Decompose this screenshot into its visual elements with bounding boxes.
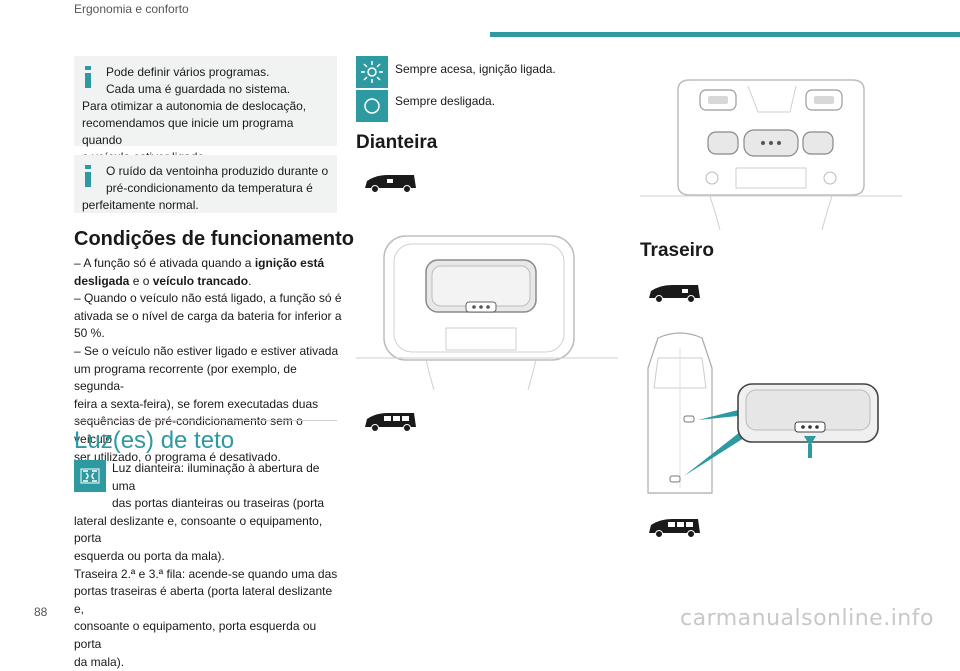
always-on-caption: Sempre acesa, ignição ligada. xyxy=(395,62,556,76)
body-line: das portas dianteiras ou traseiras (port… xyxy=(112,496,325,511)
conditions-item-1: – A função só é ativada quando a ignição… xyxy=(74,255,344,273)
body-line: Traseira 2.ª e 3.ª fila: acende-se quand… xyxy=(74,566,338,581)
conditions-item-3-line: um programa recorrente (por exemplo, de … xyxy=(74,361,297,394)
body-line: portas traseiras é aberta (porta lateral… xyxy=(74,584,333,616)
bold-text: desligada xyxy=(74,273,130,288)
info-note-fan-noise: O ruído da ventoinha produzido durante o… xyxy=(74,155,337,213)
body-line: Luz dianteira: iluminação à abertura de … xyxy=(112,461,320,493)
overhead-console-illustration xyxy=(640,79,902,230)
van-icon xyxy=(649,285,700,303)
conditions-item-2-line: – Quando o veículo não está ligado, a fu… xyxy=(74,291,342,306)
bold-text: ignição está xyxy=(254,256,325,270)
note-line: Pode definir vários programas. xyxy=(106,65,270,79)
front-ceiling-light-illustration xyxy=(356,235,618,390)
conditions-item-3-line: – Se o veículo não estiver ligado e esti… xyxy=(74,343,339,358)
note-line: Para otimizar a autonomia de deslocação, xyxy=(82,99,307,113)
rear-heading: Traseiro xyxy=(640,240,714,261)
conditions-item-2-line: ativada se o nível de carga da bateria f… xyxy=(74,308,342,323)
text: e o xyxy=(129,273,153,288)
body-line: lateral deslizante e, consoante o equipa… xyxy=(74,513,323,546)
note-line: perfeitamente normal. xyxy=(82,198,199,212)
conditions-item-3-line: ser utilizado, o programa é desativado. xyxy=(74,449,281,464)
text: – A função só é ativada quando a xyxy=(74,256,255,270)
info-icon xyxy=(85,165,91,187)
rear-ceiling-light-illustration xyxy=(647,332,879,494)
ceiling-lights-heading: Luz(es) de teto xyxy=(74,427,235,454)
conditions-heading: Condições de funcionamento xyxy=(74,228,355,250)
note-line: recomendamos que inicie um programa quan… xyxy=(82,116,294,147)
ceiling-lights-body: Luz dianteira: iluminação à abertura de … xyxy=(74,460,344,671)
body-line: esquerda ou porta da mala). xyxy=(74,548,225,563)
info-icon xyxy=(85,66,91,88)
conditions-body: – A função só é ativada quando a ignição… xyxy=(74,255,344,466)
body-line: consoante o equipamento, porta esquerda … xyxy=(74,619,317,651)
conditions-item-1-cont: desligada e o veículo trancado. xyxy=(74,273,344,291)
text: . xyxy=(248,273,252,288)
section-divider xyxy=(74,420,337,421)
header-accent-bar xyxy=(490,32,960,37)
info-note-programs: Pode definir vários programas. Cada uma … xyxy=(74,56,337,164)
section-title: Ergonomia e conforto xyxy=(74,2,189,16)
van-icon xyxy=(365,175,416,193)
minibus-icon xyxy=(649,519,700,538)
always-on-icon xyxy=(356,56,388,88)
front-heading: Dianteira xyxy=(356,132,438,153)
door-light-icon xyxy=(74,460,106,492)
body-line: da mala). xyxy=(74,654,125,669)
note-line: O ruído da ventoinha produzido durante o xyxy=(106,164,329,178)
conditions-item-3-line: sequências de pré-condicionamento sem o … xyxy=(74,414,303,446)
note-line: pré-condicionamento da temperatura é xyxy=(106,181,313,195)
page-number: 88 xyxy=(34,605,48,619)
conditions-item-3-line: feira a sexta-feira), se forem executada… xyxy=(74,396,319,411)
bold-text: veículo trancado xyxy=(152,273,249,288)
conditions-item-2-line: 50 %. xyxy=(74,326,105,341)
minibus-icon xyxy=(365,413,416,432)
always-off-caption: Sempre desligada. xyxy=(395,94,496,108)
note-line: Cada uma é guardada no sistema. xyxy=(106,82,291,96)
watermark: carmanualsonline.info xyxy=(680,606,934,631)
always-off-icon xyxy=(356,90,388,122)
